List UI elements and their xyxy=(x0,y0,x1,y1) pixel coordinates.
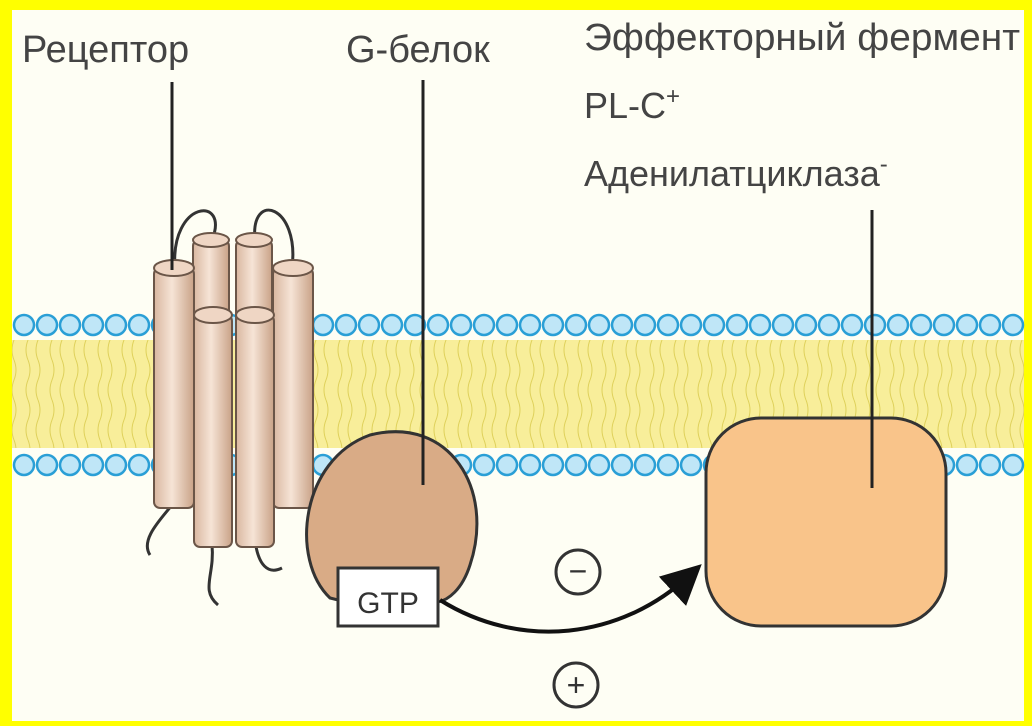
lipid-head xyxy=(635,315,655,335)
lipid-head xyxy=(796,315,816,335)
lipid-head xyxy=(658,455,678,475)
lipid-head xyxy=(658,315,678,335)
lipid-head xyxy=(83,455,103,475)
lipid-head xyxy=(934,315,954,335)
lipid-head xyxy=(1003,455,1023,475)
lipid-head xyxy=(359,315,379,335)
adenylate-cyclase-text: Аденилатциклаза xyxy=(584,153,881,194)
lipid-head xyxy=(681,455,701,475)
lipid-head xyxy=(980,315,1000,335)
plus-symbol: + xyxy=(567,667,586,703)
helix-cap xyxy=(236,307,274,323)
lipid-head xyxy=(566,315,586,335)
lipid-head xyxy=(60,315,80,335)
lipid-head xyxy=(106,315,126,335)
lipid-head xyxy=(980,455,1000,475)
helix xyxy=(154,268,194,508)
gtp-label: GTP xyxy=(357,587,419,620)
lipid-head xyxy=(129,315,149,335)
lipid-head xyxy=(842,315,862,335)
lipid-head xyxy=(750,315,770,335)
lipid-head xyxy=(589,315,609,335)
lipid-head xyxy=(106,455,126,475)
lipid-head xyxy=(497,315,517,335)
lipid-head xyxy=(543,315,563,335)
lipid-head xyxy=(681,315,701,335)
lipid-head xyxy=(60,455,80,475)
g-protein: GTP xyxy=(307,432,477,626)
lipid-head xyxy=(497,455,517,475)
lipid-head xyxy=(727,315,747,335)
lipid-head xyxy=(589,455,609,475)
lipid-head xyxy=(911,315,931,335)
lipid-head xyxy=(612,455,632,475)
lipid-head xyxy=(14,315,34,335)
helix xyxy=(194,315,232,547)
lipid-head xyxy=(474,455,494,475)
lipid-head xyxy=(313,315,333,335)
helix xyxy=(273,268,313,508)
lipid-head xyxy=(520,455,540,475)
lipid-head xyxy=(612,315,632,335)
lipid-head xyxy=(635,455,655,475)
plc-text: PL-C xyxy=(584,85,666,126)
helix xyxy=(236,315,274,547)
lipid-head xyxy=(566,455,586,475)
g-protein-label: G-белок xyxy=(346,29,490,71)
plc-label: PL-C+ xyxy=(584,83,680,126)
lipid-head xyxy=(474,315,494,335)
lipid-head xyxy=(888,315,908,335)
lipid-head xyxy=(14,455,34,475)
lipid-head xyxy=(957,455,977,475)
lipid-head xyxy=(819,315,839,335)
lipid-head xyxy=(37,315,57,335)
lipid-head xyxy=(704,315,724,335)
helix-cap xyxy=(194,307,232,323)
lipid-head xyxy=(37,455,57,475)
lipid-head xyxy=(129,455,149,475)
lipid-head xyxy=(773,315,793,335)
lipid-head xyxy=(428,315,448,335)
helix-cap xyxy=(236,233,272,247)
lipid-head xyxy=(520,315,540,335)
lipid-head xyxy=(382,315,402,335)
lipid-head xyxy=(336,315,356,335)
effector-title-label: Эффекторный фермент xyxy=(584,17,1020,59)
helix-cap xyxy=(273,260,313,276)
lipid-head xyxy=(83,315,103,335)
receptor-label: Рецептор xyxy=(22,29,189,71)
plc-sign: + xyxy=(666,83,680,110)
lipid-head xyxy=(865,315,885,335)
lipid-head xyxy=(543,455,563,475)
adenylate-cyclase-label: Аденилатциклаза- xyxy=(584,151,888,194)
effector-enzyme xyxy=(706,418,946,626)
helix-cap xyxy=(193,233,229,247)
minus-symbol: − xyxy=(569,553,588,589)
helix-cap xyxy=(154,260,194,276)
lipid-head xyxy=(957,315,977,335)
lipid-head xyxy=(451,315,471,335)
lipid-head xyxy=(1003,315,1023,335)
adenylate-cyclase-sign: - xyxy=(880,151,888,178)
